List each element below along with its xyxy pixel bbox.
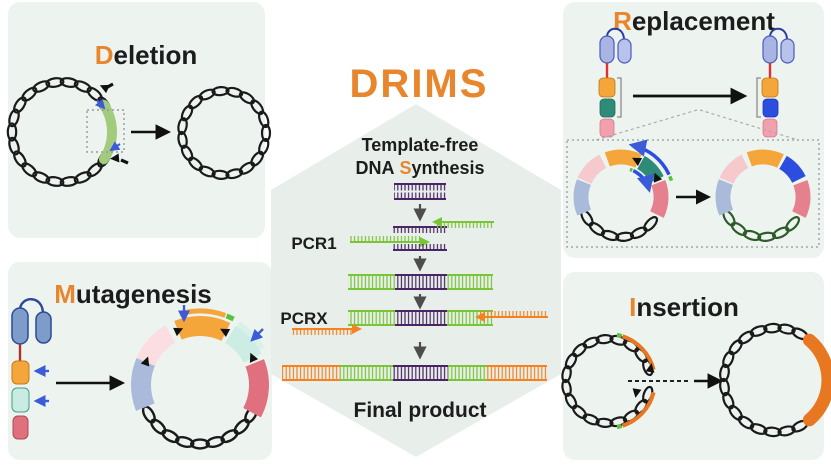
primer-blue-arrow-icon xyxy=(94,98,106,110)
deletion-selection-box xyxy=(86,109,125,153)
green-tip xyxy=(629,167,634,172)
insert-fragment-arc xyxy=(621,334,656,371)
swap-blue-arrow-icon xyxy=(628,139,671,176)
replacement-title: Replacement xyxy=(613,6,775,36)
primer-chevron-icon xyxy=(110,153,120,163)
panel-deletion-background xyxy=(8,2,265,238)
green-tip xyxy=(616,332,623,338)
insertion-title: Insertion xyxy=(629,292,739,322)
construct-after-icon xyxy=(756,27,795,138)
bracket-icon xyxy=(617,77,622,118)
pcr1-annealing-icon xyxy=(350,217,494,251)
pcr1-label: PCR1 xyxy=(291,234,336,253)
deletion-target-segment xyxy=(98,99,117,165)
mutagenesis-title: Mutagenesis xyxy=(54,279,212,309)
gene-block-pink xyxy=(243,359,269,418)
bracket-icon xyxy=(756,77,761,118)
plasmid-after-insertion-icon xyxy=(719,322,831,438)
junction-chevron-icon xyxy=(645,363,655,373)
protein-construct-icon xyxy=(11,298,52,440)
junction-chevron-icon xyxy=(632,388,642,398)
junction-chevron-icon xyxy=(249,352,259,363)
pcrx-annealing-icon xyxy=(292,310,548,335)
junction-chevron-icon xyxy=(140,356,150,367)
synthesized-dna-icon xyxy=(394,183,446,200)
mutagenesis-plasmid-icon xyxy=(131,305,269,450)
gene-block-lightpink xyxy=(719,154,749,185)
gene-block-orange xyxy=(174,316,231,342)
green-tip xyxy=(668,175,674,182)
junction-chevron-icon xyxy=(632,157,643,166)
gene-block-pink xyxy=(650,179,669,218)
zoom-callout-line xyxy=(699,109,799,141)
panel-replacement-background xyxy=(563,2,824,258)
green-tip xyxy=(225,313,235,322)
final-product-label: Final product xyxy=(354,399,487,422)
primer-tail xyxy=(120,158,129,165)
gene-block-lightblue xyxy=(573,179,592,216)
final-product-icon xyxy=(282,365,547,381)
gene-block-orange xyxy=(746,149,784,168)
gene-block-royalblue xyxy=(778,155,806,184)
mutation-blue-arrow-icon xyxy=(250,328,264,342)
panel-replacement: Replacement xyxy=(566,6,820,248)
junction-chevron-icon xyxy=(173,327,184,337)
gene-block-lightblue xyxy=(131,358,156,411)
panel-deletion: Deletion xyxy=(6,40,272,187)
main-title: DRIMS xyxy=(350,62,489,106)
junction-chevron-icon xyxy=(220,328,231,337)
pcrx-label: PCRX xyxy=(280,309,328,328)
deletion-title: Deletion xyxy=(95,40,198,70)
green-tip xyxy=(616,424,623,430)
insert-fragment-arc xyxy=(621,391,656,428)
primer-blue-arrow-icon xyxy=(109,141,121,152)
gene-block-lightpink xyxy=(577,154,607,185)
panel-insertion: Insertion xyxy=(561,292,831,438)
swap-blue-arrow-icon xyxy=(632,169,654,193)
synthesis-label-line1: Template-free xyxy=(362,135,479,155)
plasmid-after-replacement-icon xyxy=(715,149,811,242)
gene-block-pink xyxy=(792,179,811,218)
inserted-segment-arc xyxy=(802,333,831,427)
panel-mutagenesis: Mutagenesis xyxy=(11,279,269,450)
construct-before-icon xyxy=(598,27,632,138)
gene-block-lightblue xyxy=(715,179,734,216)
pcr1-product-icon xyxy=(348,274,493,290)
plasmid-before-replacement-icon xyxy=(573,139,674,242)
junction-chevron-icon xyxy=(653,172,663,183)
zoom-callout-box xyxy=(566,139,820,248)
plasmid-after-deletion-icon xyxy=(177,86,272,180)
primer-tail xyxy=(103,82,114,91)
plasmid-before-insertion-icon xyxy=(561,332,656,430)
